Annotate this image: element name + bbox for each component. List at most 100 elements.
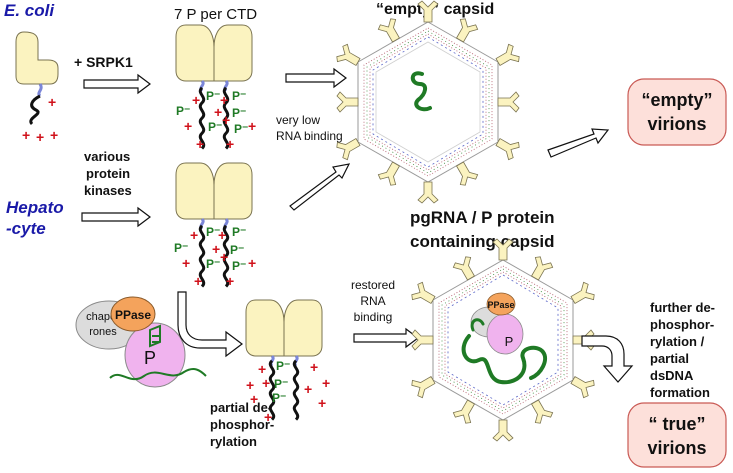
srpk1-arrow: [83, 73, 151, 95]
kinases-label-3: kinases: [84, 183, 132, 198]
svg-text:P⁻: P⁻: [206, 257, 220, 271]
short-rna-strand: [410, 71, 432, 112]
hepatocyte-label-1: Hepato: [6, 198, 64, 217]
svg-text:P⁻: P⁻: [274, 377, 288, 391]
curved-arrow-dephos: [177, 291, 243, 358]
arrow-to-empty-capsid-top: [285, 67, 347, 89]
svg-text:+: +: [218, 227, 226, 243]
dimer-partial-charges: +P⁻ ++ P⁻ +P⁻ + + + + +: [246, 359, 330, 425]
svg-text:P⁻: P⁻: [176, 104, 190, 118]
arrow-to-empty-capsid-middle: [289, 163, 351, 211]
chaperone-ppase-complex: chape- rones PPase P: [75, 296, 207, 388]
srpk1-label: + SRPK1: [74, 54, 133, 70]
dimer-top-charges: +P⁻ P⁻+ +P⁻ + +P⁻ P⁻+ +P⁻ +: [176, 89, 256, 152]
empty-capsid-title: “empty” capsid: [376, 1, 494, 18]
true-virions-box: “ true” virions: [627, 402, 727, 468]
svg-text:+: +: [22, 127, 30, 143]
svg-text:+: +: [322, 375, 330, 391]
svg-text:P⁻: P⁻: [272, 391, 286, 405]
true-virions-label-1: “ true”: [648, 414, 705, 434]
svg-text:+: +: [36, 129, 44, 145]
ecoli-core-protein: + + + +: [15, 31, 59, 145]
pg-capsid-title-1: pgRNA / P protein: [410, 208, 555, 227]
partial-dephos-label-2: phosphor-: [210, 417, 274, 432]
empty-virions-box: “empty” virions: [627, 78, 727, 146]
svg-text:+: +: [262, 375, 270, 391]
p-protein-label: P: [144, 348, 156, 368]
svg-text:P⁻: P⁻: [230, 243, 244, 257]
restored-label-1: restored: [351, 278, 395, 292]
arrow-to-pg-capsid: [353, 327, 419, 349]
arrow-to-empty-virions: [547, 128, 610, 158]
restored-label-3: binding: [354, 310, 393, 324]
svg-text:+: +: [248, 118, 256, 134]
ecoli-label: E. coli: [4, 1, 55, 20]
further-label-4: partial: [650, 351, 689, 366]
kinases-arrow: [81, 206, 151, 228]
kinases-label-2: protein: [86, 166, 130, 181]
svg-text:+: +: [226, 273, 234, 289]
partial-dephos-label-1: partial de-: [210, 400, 272, 415]
svg-text:+: +: [304, 381, 312, 397]
kinases-label-1: various: [84, 149, 130, 164]
further-label-2: phosphor-: [650, 317, 714, 332]
further-label-6: formation: [650, 385, 710, 400]
partial-dephos-label-3: rylation: [210, 434, 257, 449]
svg-text:P⁻: P⁻: [276, 359, 290, 373]
empty-capsid: [334, 0, 522, 204]
true-virions-label-2: virions: [647, 438, 706, 458]
svg-text:+: +: [196, 136, 204, 152]
svg-text:P⁻: P⁻: [206, 89, 220, 103]
svg-text:+: +: [50, 127, 58, 143]
empty-virions-label-1: “empty”: [641, 90, 712, 110]
seven-p-label: 7 P per CTD: [174, 6, 257, 23]
svg-text:+: +: [190, 227, 198, 243]
svg-text:+: +: [246, 377, 254, 393]
dimer-middle-charges: +P⁻ P⁻+ +P⁻ + +P⁻ P⁻+ +P⁻ +: [174, 225, 256, 289]
dimer-phosphorylated-top: [175, 24, 253, 150]
svg-text:+: +: [220, 249, 228, 265]
restored-label-2: RNA: [360, 294, 385, 308]
svg-text:+: +: [318, 395, 326, 411]
svg-text:+: +: [184, 118, 192, 134]
svg-text:+: +: [192, 92, 200, 108]
svg-text:P⁻: P⁻: [206, 225, 220, 239]
svg-text:+: +: [310, 359, 318, 375]
pgrna-strand: [109, 368, 207, 381]
svg-text:+: +: [226, 136, 234, 152]
svg-text:+: +: [212, 241, 220, 257]
pg-capsid-title-2: containing capsid: [410, 232, 555, 251]
svg-text:+: +: [248, 255, 256, 271]
svg-text:P⁻: P⁻: [232, 106, 246, 120]
long-rna-strand: [461, 334, 548, 385]
svg-text:+: +: [250, 391, 258, 407]
chaperones-label-2: rones: [89, 326, 117, 338]
svg-text:+: +: [258, 361, 266, 377]
further-label-5: dsDNA: [650, 368, 694, 383]
svg-text:+: +: [264, 409, 272, 425]
pgrna-capsid: PPase P: [409, 238, 597, 442]
capsid-p-label: P: [505, 334, 514, 349]
dimer-partially-dephosphorylated: [245, 299, 323, 422]
svg-text:P⁻: P⁻: [232, 259, 246, 273]
very-low-label-1: very low: [276, 113, 320, 127]
svg-text:P⁻: P⁻: [232, 225, 246, 239]
further-label-3: rylation /: [650, 334, 705, 349]
empty-virions-label-2: virions: [647, 114, 706, 134]
further-label-1: further de-: [650, 300, 715, 315]
dimer-phosphorylated-middle: [175, 162, 253, 288]
curved-arrow-to-true-virions: [581, 335, 634, 383]
capsid-ppase-label: PPase: [487, 300, 514, 310]
svg-text:P⁻: P⁻: [208, 120, 222, 134]
svg-text:P⁻: P⁻: [232, 89, 246, 103]
svg-text:+: +: [220, 92, 228, 108]
svg-text:P⁻: P⁻: [174, 241, 188, 255]
svg-text:+: +: [222, 112, 230, 128]
hepatocyte-label-2: -cyte: [6, 219, 46, 238]
svg-text:P⁻: P⁻: [234, 122, 248, 136]
svg-text:+: +: [182, 255, 190, 271]
ppase-label: PPase: [115, 308, 151, 322]
svg-text:+: +: [214, 104, 222, 120]
